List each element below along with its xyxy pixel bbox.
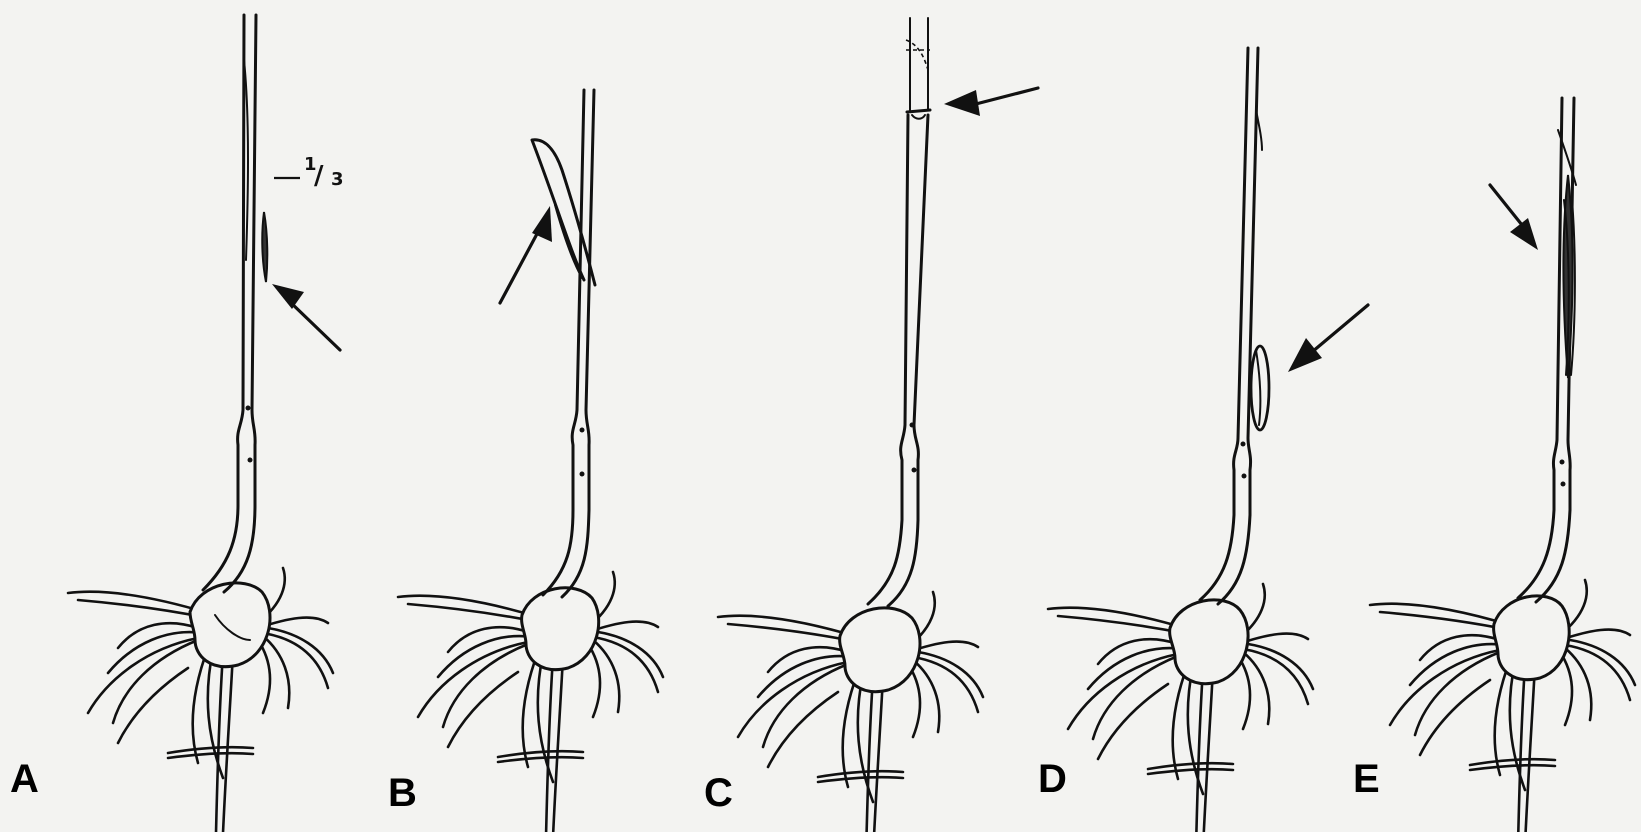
panel-e: E [1353, 98, 1635, 832]
arrow-icon [500, 206, 552, 303]
panel-b: B [388, 90, 663, 832]
panel-label-c: C [704, 771, 733, 815]
seed [522, 588, 599, 670]
panel-label-d: D [1038, 757, 1067, 801]
arrow-icon [272, 284, 340, 350]
panel-d: D [1038, 48, 1368, 832]
seed [1494, 596, 1570, 680]
arrow-icon [1288, 305, 1368, 372]
arrow-icon [1490, 185, 1538, 250]
fraction-denominator: 3 [331, 169, 344, 190]
bent-leaf [532, 140, 595, 285]
seed [1170, 600, 1248, 684]
panel-label-e: E [1353, 757, 1380, 801]
panel-label-b: B [388, 771, 417, 815]
seed [840, 608, 920, 692]
panel-label-a: A [10, 757, 39, 801]
lesion [262, 212, 267, 282]
fraction-slash: / [314, 161, 324, 191]
panel-a: 1 / 3 A [10, 15, 344, 832]
seed [190, 583, 270, 667]
panel-c: C [704, 18, 1038, 832]
arrow-icon [944, 88, 1038, 116]
